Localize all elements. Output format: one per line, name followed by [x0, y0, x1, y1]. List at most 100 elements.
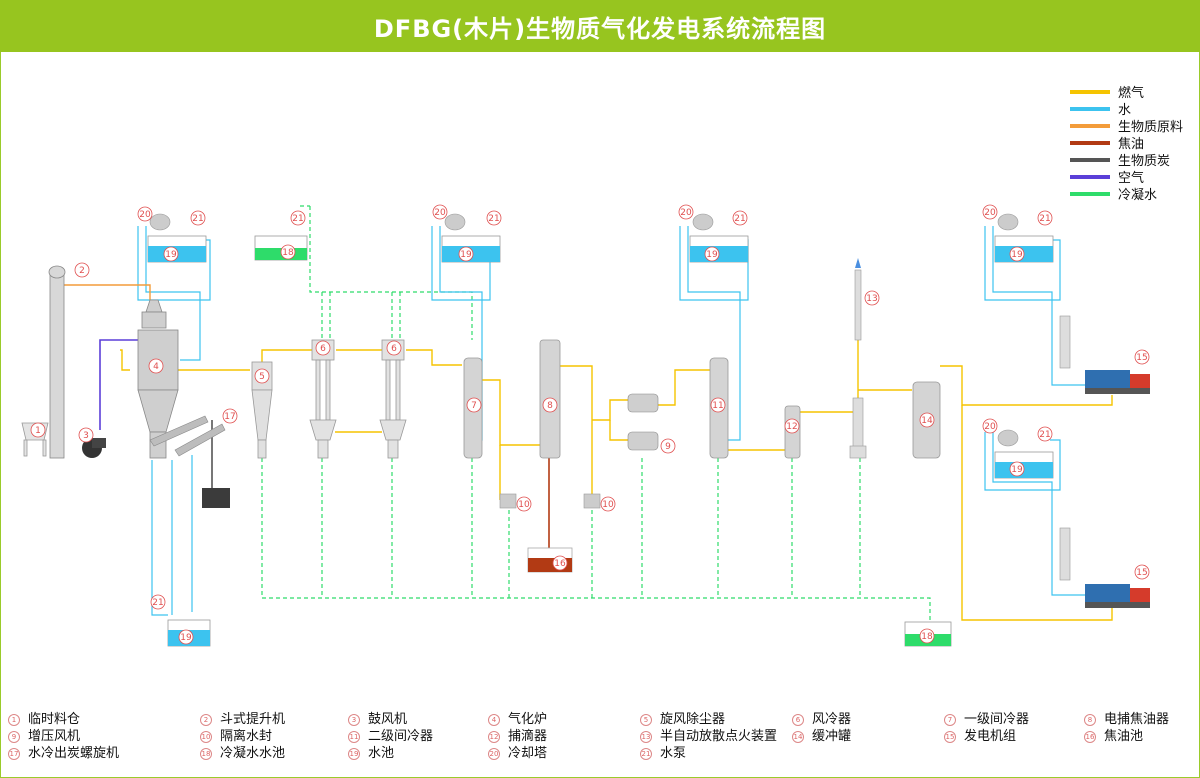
marker-circle — [1037, 210, 1053, 226]
marker-number: 20 — [680, 208, 692, 218]
caption-index: 11 — [348, 730, 360, 743]
caption-index: 13 — [640, 730, 652, 743]
marker-number: 21 — [152, 598, 163, 608]
marker-circle — [163, 246, 179, 262]
legend-label: 生物质原料 — [1118, 120, 1183, 135]
blower — [82, 438, 106, 458]
air-pipe — [99, 339, 140, 430]
caption-name: 风冷器 — [812, 712, 852, 727]
marker-circle — [30, 422, 46, 438]
marker-circle — [919, 412, 935, 428]
caption-name: 增压风机 — [28, 729, 81, 744]
caption-index: 17 — [8, 747, 20, 760]
marker-circle — [732, 210, 748, 226]
condensate-pipes — [261, 205, 931, 625]
legend-label: 生物质炭 — [1118, 154, 1170, 169]
marker-number: 21 — [1039, 214, 1050, 224]
marker-circle — [432, 204, 448, 220]
flame-icon — [855, 258, 861, 268]
marker-number: 17 — [224, 412, 235, 422]
marker-circle — [542, 397, 558, 413]
marker-number: 4 — [153, 362, 159, 372]
marker-circle — [150, 594, 166, 610]
generator-set-1 — [1059, 315, 1150, 394]
marker-circle — [1134, 349, 1150, 365]
caption-index: 9 — [8, 730, 20, 743]
caption-name: 捕滴器 — [508, 729, 548, 744]
marker-circle — [315, 340, 331, 356]
marker-number: 15 — [1136, 568, 1147, 578]
marker-number: 13 — [866, 294, 877, 304]
marker-number: 9 — [665, 442, 671, 452]
marker-circle — [1134, 564, 1150, 580]
char-bin — [202, 488, 230, 508]
equipment-caption: 10 隔离水封 — [200, 725, 272, 744]
caption-index: 10 — [200, 730, 212, 743]
marker-circle — [386, 340, 402, 356]
marker-circle — [1009, 246, 1025, 262]
marker-circle — [600, 496, 616, 512]
legend-label: 空气 — [1118, 170, 1144, 186]
marker-number: 20 — [139, 210, 151, 220]
caption-name: 水池 — [368, 746, 395, 761]
marker-number: 11 — [712, 401, 723, 411]
marker-number: 3 — [83, 431, 89, 441]
marker-circle — [78, 427, 94, 443]
marker-number: 6 — [391, 344, 397, 354]
caption-name: 隔离水封 — [220, 729, 273, 744]
equipment-caption: 19 水池 — [348, 742, 394, 761]
marker-number: 19 — [1011, 465, 1023, 475]
caption-index: 14 — [792, 730, 804, 743]
caption-name: 临时料仓 — [28, 712, 81, 727]
marker-number: 21 — [1039, 430, 1050, 440]
caption-name: 斗式提升机 — [220, 712, 286, 727]
caption-index: 12 — [488, 730, 500, 743]
marker-number: 19 — [460, 250, 472, 260]
caption-name: 水冷出炭螺旋机 — [28, 746, 120, 761]
marker-circle — [486, 210, 502, 226]
marker-circle — [678, 204, 694, 220]
caption-name: 电捕焦油器 — [1104, 712, 1170, 727]
marker-circle — [919, 628, 935, 644]
marker-circle — [290, 210, 306, 226]
marker-number: 21 — [192, 214, 203, 224]
ignition-device — [849, 269, 867, 459]
marker-circle — [458, 246, 474, 262]
marker-circle — [74, 262, 90, 278]
caption-name: 缓冲罐 — [812, 729, 852, 744]
marker-number: 19 — [1011, 250, 1023, 260]
air-cooler-2 — [379, 339, 407, 459]
equipment-caption: 12 捕滴器 — [488, 725, 547, 744]
marker-number: 12 — [786, 422, 797, 432]
marker-circle — [516, 496, 532, 512]
caption-index: 21 — [640, 747, 652, 760]
marker-number: 20 — [984, 422, 996, 432]
equipment-caption: 17 水冷出炭螺旋机 — [8, 742, 119, 761]
marker-number: 8 — [547, 401, 553, 411]
caption-index: 19 — [348, 747, 360, 760]
char-screw-conveyor — [149, 415, 226, 457]
marker-circle — [222, 408, 238, 424]
marker-number: 20 — [434, 208, 446, 218]
marker-number: 20 — [984, 208, 996, 218]
legend-label: 燃气 — [1118, 85, 1144, 101]
marker-circle — [137, 206, 153, 222]
gas-pipes — [120, 340, 1113, 621]
biomass-pipe — [62, 284, 151, 300]
bucket-elevator — [48, 265, 66, 459]
caption-index: 4 — [488, 713, 500, 726]
marker-number: 10 — [602, 500, 614, 510]
marker-circle — [660, 438, 676, 454]
isolation-seal-1 — [499, 493, 517, 509]
